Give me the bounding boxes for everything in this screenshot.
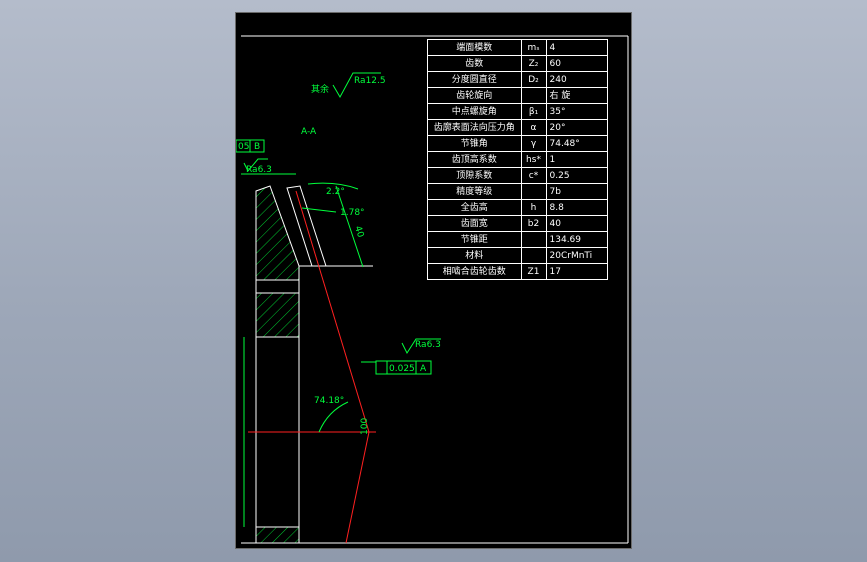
roughness-left-value: Ra6.3 bbox=[246, 165, 272, 175]
table-row: 材料 20CrMnTi bbox=[427, 247, 609, 264]
param-value: 7b bbox=[545, 183, 609, 200]
roughness-remainder-symbol bbox=[332, 72, 381, 99]
param-value: 20CrMnTi bbox=[545, 247, 609, 264]
hub-section-lower bbox=[255, 526, 300, 544]
tolerance-datum: A bbox=[420, 364, 427, 374]
left-datum-symbol: B bbox=[254, 142, 260, 152]
angle-second-label: 1.78° bbox=[340, 208, 365, 218]
param-name: 齿数 bbox=[427, 55, 522, 72]
pitch-cone-line-lower bbox=[345, 431, 370, 544]
param-symbol: γ bbox=[520, 135, 547, 152]
param-symbol bbox=[520, 231, 547, 248]
param-value: 240 bbox=[545, 71, 609, 88]
param-name: 齿廓表面法向压力角 bbox=[427, 119, 522, 136]
param-symbol: Z₂ bbox=[520, 55, 547, 72]
param-value: 20° bbox=[545, 119, 609, 136]
face-width-dim: 40 bbox=[352, 225, 365, 239]
roughness-remainder-value: Ra12.5 bbox=[354, 76, 386, 86]
table-row: 节锥距 134.69 bbox=[427, 231, 609, 248]
roughness-right-symbol bbox=[401, 338, 441, 355]
param-symbol: D₂ bbox=[520, 71, 547, 88]
param-symbol: hs* bbox=[520, 151, 547, 168]
section-label: A-A bbox=[301, 127, 317, 137]
param-name: 齿面宽 bbox=[427, 215, 522, 232]
angle-top-label: 2.2° bbox=[326, 187, 345, 197]
param-value: 4 bbox=[545, 39, 609, 56]
param-symbol: α bbox=[520, 119, 547, 136]
param-symbol: b2 bbox=[520, 215, 547, 232]
bore-dim: 100 bbox=[360, 418, 370, 435]
param-name: 相啮合齿轮齿数 bbox=[427, 263, 522, 280]
angle-arc-top bbox=[307, 182, 359, 190]
param-name: 全齿高 bbox=[427, 199, 522, 216]
gear-rim-section bbox=[255, 185, 300, 281]
roughness-remainder-label: 其余 bbox=[311, 83, 329, 95]
tolerance-frame bbox=[375, 360, 432, 375]
param-name: 分度圆直径 bbox=[427, 71, 522, 88]
param-symbol: β₁ bbox=[520, 103, 547, 120]
param-value: 74.48° bbox=[545, 135, 609, 152]
param-name: 精度等级 bbox=[427, 183, 522, 200]
param-symbol: h bbox=[520, 199, 547, 216]
face-width-dim-line bbox=[335, 185, 364, 268]
param-value: 右 旋 bbox=[545, 87, 609, 104]
param-symbol: c* bbox=[520, 167, 547, 184]
param-value: 40 bbox=[545, 215, 609, 232]
table-row: 齿轮旋向 右 旋 bbox=[427, 87, 609, 104]
param-name: 节锥距 bbox=[427, 231, 522, 248]
tolerance-value: 0.025 bbox=[389, 364, 415, 374]
param-name: 顶隙系数 bbox=[427, 167, 522, 184]
angle-second-leader bbox=[301, 207, 337, 213]
gear-drawing: 其余 Ra12.5 A-A 05 B Ra6.3 bbox=[236, 35, 629, 544]
param-symbol bbox=[520, 247, 547, 264]
param-symbol: Z1 bbox=[520, 263, 547, 280]
pitch-angle-arc bbox=[318, 401, 349, 433]
param-name: 端面模数 bbox=[427, 39, 522, 56]
left-datum-value: 05 bbox=[238, 142, 249, 152]
roughness-right-value: Ra6.3 bbox=[415, 340, 441, 350]
param-value: 134.69 bbox=[545, 231, 609, 248]
param-symbol bbox=[520, 183, 547, 200]
param-name: 材料 bbox=[427, 247, 522, 264]
param-value: 17 bbox=[545, 263, 609, 280]
param-value: 1 bbox=[545, 151, 609, 168]
param-name: 齿轮旋向 bbox=[427, 87, 522, 104]
pitch-cone-line-upper bbox=[295, 190, 370, 433]
param-value: 35° bbox=[545, 103, 609, 120]
table-row: 精度等级 7b bbox=[427, 183, 609, 200]
roughness-left-symbol bbox=[243, 158, 268, 172]
hub-section-upper bbox=[255, 292, 300, 338]
param-symbol: mₛ bbox=[520, 39, 547, 56]
param-value: 0.25 bbox=[545, 167, 609, 184]
param-name: 齿顶高系数 bbox=[427, 151, 522, 168]
param-value: 60 bbox=[545, 55, 609, 72]
param-symbol bbox=[520, 87, 547, 104]
pitch-angle-dim: 74.18° bbox=[314, 396, 344, 406]
param-name: 节锥角 bbox=[427, 135, 522, 152]
param-name: 中点螺旋角 bbox=[427, 103, 522, 120]
param-value: 8.8 bbox=[545, 199, 609, 216]
